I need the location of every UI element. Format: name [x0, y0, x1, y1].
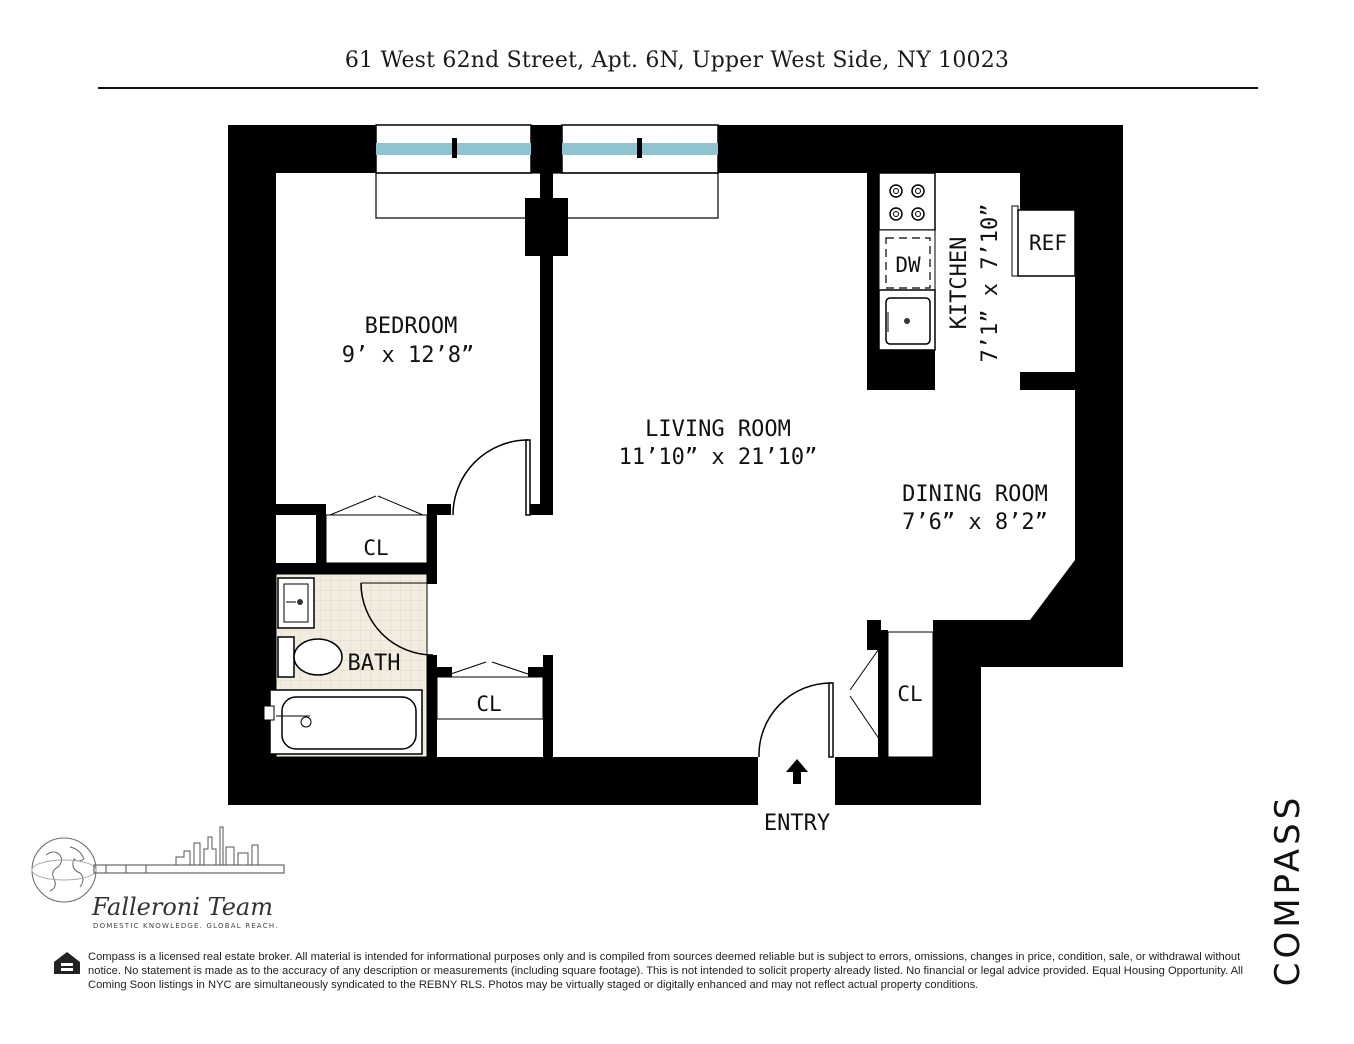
kitchen-dims: 7’1” x 7’10”	[978, 204, 1003, 363]
equal-housing-icon	[54, 952, 80, 974]
sink-icon	[277, 577, 315, 629]
dishwasher-label: DW	[895, 253, 921, 277]
bedroom-name: BEDROOM	[365, 314, 458, 339]
windows	[375, 124, 719, 219]
entry-closet	[849, 631, 934, 758]
entry-label: ENTRY	[764, 811, 830, 836]
hall-closet	[436, 661, 544, 720]
bath-label: BATH	[348, 651, 401, 676]
skyline-icon	[175, 826, 259, 865]
bedroom-closet-label: CL	[363, 536, 388, 560]
key-icon	[93, 864, 285, 874]
kitchen-sink-icon	[878, 289, 936, 351]
kitchen-name: KITCHEN	[947, 237, 972, 330]
bedroom-closet	[325, 495, 428, 564]
dishwasher-icon	[878, 229, 936, 291]
entry-arrow-icon	[786, 759, 808, 784]
bathtub-icon	[263, 689, 423, 755]
dining-room-dims: 7’6” x 8’2”	[902, 510, 1048, 535]
interior-walls	[276, 173, 1075, 757]
stove-icon	[878, 172, 936, 231]
living-room-name: LIVING ROOM	[645, 417, 791, 442]
bedroom-door	[452, 439, 531, 516]
refrigerator-label: REF	[1029, 231, 1067, 255]
entry-closet-label: CL	[897, 682, 922, 706]
legal-disclaimer: Compass is a licensed real estate broker…	[88, 951, 1243, 991]
globe-icon	[31, 837, 97, 903]
team-name: Falleroni Team	[92, 893, 273, 921]
refrigerator-icon	[1011, 205, 1076, 277]
bath-door	[360, 582, 434, 656]
listing-address: 61 West 62nd Street, Apt. 6N, Upper West…	[344, 48, 1010, 73]
hall-closet-label: CL	[476, 692, 501, 716]
header-divider	[98, 87, 1258, 89]
entry-door	[758, 682, 834, 758]
compass-logo: COMPASS	[1268, 790, 1308, 990]
compass-wordmark: COMPASS	[1268, 793, 1308, 987]
exterior-walls	[228, 125, 1123, 805]
living-room-dims: 11’10” x 21’10”	[619, 445, 818, 470]
toilet-icon	[277, 636, 343, 678]
team-tagline: DOMESTIC KNOWLEDGE. GLOBAL REACH.	[93, 922, 279, 930]
bedroom-dims: 9’ x 12’8”	[342, 343, 474, 368]
dining-room-name: DINING ROOM	[902, 482, 1048, 507]
team-logo	[31, 826, 285, 903]
